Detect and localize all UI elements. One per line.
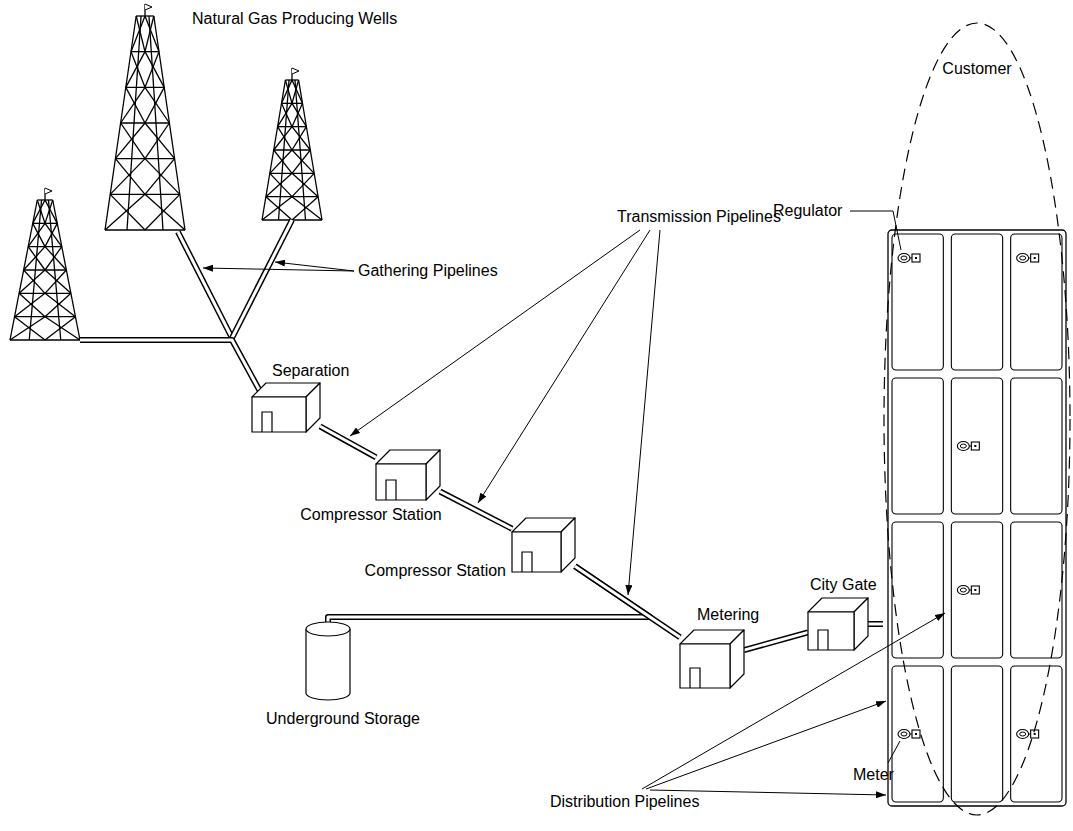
callout-label: Transmission Pipelines — [617, 208, 781, 226]
gathering-pipeline — [178, 232, 232, 338]
building-block — [892, 666, 943, 802]
gathering-pipeline — [80, 340, 262, 395]
compressor-building: Compressor Station — [376, 450, 440, 500]
meter-regulator-symbol — [898, 730, 920, 739]
node-outline — [252, 383, 320, 432]
leader-line — [642, 613, 945, 789]
building-block — [892, 522, 943, 658]
callout-label: Gathering Pipelines — [358, 262, 498, 280]
node-outline — [512, 518, 575, 572]
metering-building: Metering — [680, 630, 744, 688]
meter-regulator-symbol — [898, 254, 920, 263]
meter-regulator-symbol — [957, 442, 979, 451]
meter-regulator-symbol — [957, 586, 979, 595]
leader-line — [888, 741, 900, 763]
node-outline — [680, 630, 744, 688]
building-block — [1011, 234, 1062, 370]
node-label: Separation — [272, 362, 349, 380]
city-block-grid — [888, 230, 1066, 806]
storage-tank: Underground Storage — [305, 622, 351, 700]
well-tower — [10, 188, 80, 340]
node-outline — [305, 622, 351, 700]
building-block — [1011, 378, 1062, 514]
leader-line — [478, 230, 650, 503]
customer-region: Customer — [883, 22, 1071, 816]
building-block — [892, 378, 943, 514]
building-block — [951, 234, 1002, 370]
transmission-pipeline — [320, 426, 376, 457]
transmission-pipeline — [575, 566, 680, 637]
callout-label: Regulator — [773, 202, 842, 220]
node-outline — [376, 450, 440, 500]
node-label: City Gate — [810, 576, 877, 594]
callout-label: Distribution Pipelines — [550, 793, 699, 811]
node-label: Metering — [697, 606, 759, 624]
building-block — [1011, 666, 1062, 802]
node-label: Compressor Station — [365, 562, 506, 580]
well-tower — [262, 68, 322, 220]
building-block — [892, 234, 943, 370]
well-tower — [105, 4, 185, 230]
building-block — [951, 378, 1002, 514]
node-outline — [883, 22, 1071, 816]
compressor-building: Compressor Station — [512, 518, 575, 572]
leader-line — [628, 230, 660, 595]
separation-building: Separation — [252, 383, 320, 432]
meter-regulator-symbol — [1017, 254, 1039, 263]
node-label: Customer — [942, 60, 1011, 78]
city-gate-building: City Gate — [808, 598, 868, 650]
callout-label: Meter — [853, 766, 894, 784]
leader-line — [275, 262, 354, 271]
transmission-pipeline — [868, 624, 883, 625]
node-label: Compressor Station — [300, 506, 441, 524]
building-block — [951, 522, 1002, 658]
building-block — [951, 666, 1002, 802]
transmission-pipeline — [440, 492, 512, 529]
transmission-pipeline — [744, 632, 808, 650]
node-label: Underground Storage — [266, 710, 420, 728]
leader-line — [646, 701, 886, 789]
meter-regulator-symbol — [1017, 730, 1039, 739]
leader-line — [350, 230, 640, 436]
node-outline — [808, 598, 868, 650]
gathering-pipeline — [232, 220, 292, 338]
callout-label: Natural Gas Producing Wells — [192, 10, 397, 28]
